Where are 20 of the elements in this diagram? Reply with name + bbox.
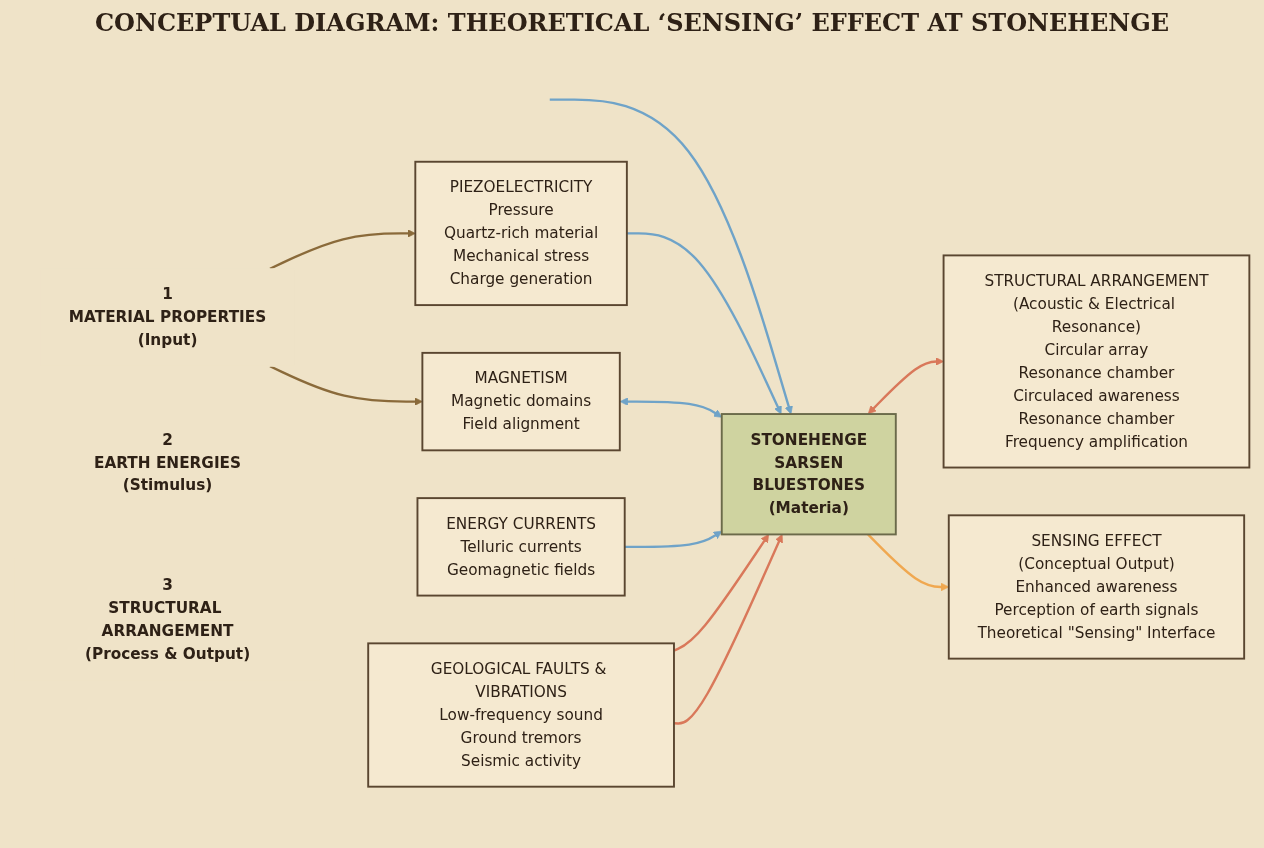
arrow — [867, 357, 944, 415]
node-box: STRUCTURAL ARRANGEMENT (Acoustic & Electrical Resonance) Circular array Resonance chamber Circulaced awareness Resonance chamber Frequency amplification — [942, 254, 1251, 469]
node-box: MAGNETISM Magnetic domains Field alignment — [421, 351, 621, 452]
arrow — [269, 229, 416, 270]
node-box: SENSING EFFECT (Conceptual Output) Enhanced awareness Perception of earth signals Theoretical "Sensing" Interface — [947, 514, 1246, 660]
arrow — [673, 534, 783, 725]
node-box: ENERGY CURRENTS Telluric currents Geomagnetic fields — [416, 497, 626, 597]
node-box: PIEZOELECTRICITY Pressure Quartz-rich material Mechanical stress Charge generation — [414, 160, 628, 307]
arrow — [269, 365, 423, 406]
arrow — [624, 530, 723, 549]
node-box: GEOLOGICAL FAULTS & VIBRATIONS Low-frequency sound Ground tremors Seismic activity — [367, 642, 675, 788]
arrow — [549, 98, 793, 415]
diagram-title: CONCEPTUAL DIAGRAM: THEORETICAL ‘SENSING’ EFFECT AT STONEHENGE — [94, 8, 1170, 37]
arrow — [619, 397, 723, 418]
node-text: 2 EARTH ENERGIES (Stimulus) — [94, 430, 242, 495]
arrow — [673, 534, 769, 652]
node-text: 3 STRUCTURAL ARRANGEMENT (Process & Output) — [84, 575, 251, 663]
node-text: 1 MATERIAL PROPERTIES (Input) — [68, 285, 267, 350]
node-box: STONEHENGE SARSEN BLUESTONES (Materia) — [720, 413, 897, 536]
arrow — [626, 232, 782, 415]
